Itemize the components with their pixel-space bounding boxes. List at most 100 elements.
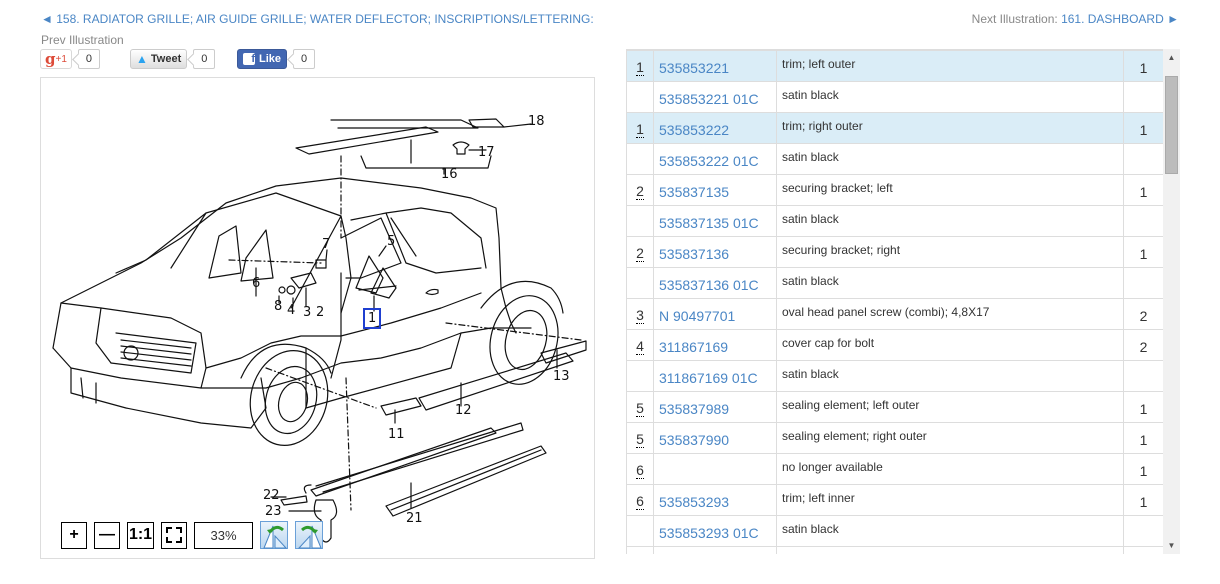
part-description: satin black	[782, 88, 839, 102]
part-number-link[interactable]: N 90497701	[659, 308, 736, 324]
callout-2[interactable]: 2	[316, 305, 325, 320]
callout-3[interactable]: 3	[303, 305, 312, 320]
gplus-button[interactable]: g+1	[40, 49, 72, 69]
callout-4[interactable]: 4	[287, 303, 296, 318]
part-number-link[interactable]: 535837989	[659, 401, 730, 417]
part-number-link[interactable]: 535837990	[659, 432, 730, 448]
callout-18[interactable]: 18	[528, 114, 545, 129]
callout-17[interactable]: 17	[478, 145, 495, 160]
callout-6[interactable]: 6	[252, 276, 261, 291]
callout-12[interactable]: 12	[455, 403, 472, 418]
actual-size-button[interactable]: 1:1	[127, 521, 154, 549]
part-number-link-cell: 535853293	[653, 484, 777, 516]
parts-row[interactable]: 535837135 01C satin black	[626, 205, 1163, 237]
callout-7[interactable]: 7	[322, 237, 331, 252]
position-number[interactable]: 2	[636, 245, 644, 262]
parts-row[interactable]: 535853221 01C satin black	[626, 81, 1163, 113]
fit-to-window-button[interactable]	[161, 521, 187, 549]
callout-11[interactable]: 11	[388, 427, 405, 442]
part-description: securing bracket; right	[782, 243, 901, 257]
position-number-cell: 6	[626, 484, 654, 516]
next-illustration-link[interactable]: 161. DASHBOARD ►	[1061, 12, 1179, 26]
part-number-link[interactable]: 311867169 01C	[659, 370, 758, 386]
callout-13[interactable]: 13	[553, 369, 570, 384]
position-number-cell: 1	[626, 112, 654, 144]
part-number-link[interactable]: 535853293 01C	[659, 525, 759, 541]
callout-1-highlighted[interactable]: 1	[363, 308, 382, 329]
part-number-link[interactable]: 535853222 01C	[659, 153, 759, 169]
part-number-link[interactable]: 535853222	[659, 122, 730, 138]
callout-21[interactable]: 21	[406, 511, 423, 526]
parts-scrollbar[interactable]: ▲ ▼	[1163, 49, 1180, 554]
position-number[interactable]: 2	[636, 183, 644, 200]
parts-row[interactable]: 2 535837136 securing bracket; right 1	[626, 236, 1163, 268]
callout-16[interactable]: 16	[441, 167, 458, 182]
gplus-widget: g+1 0	[40, 49, 100, 69]
callout-23-text[interactable]: 23	[265, 504, 282, 519]
prev-illustration-link[interactable]: ◄ 158. RADIATOR GRILLE; AIR GUIDE GRILLE…	[41, 12, 594, 26]
callout-8[interactable]: 8	[274, 299, 283, 314]
position-number[interactable]: 1	[636, 121, 644, 138]
part-number-link[interactable]: 535853221 01C	[659, 91, 759, 107]
scroll-thumb[interactable]	[1165, 76, 1178, 174]
part-number-link[interactable]: 535837136	[659, 246, 730, 262]
rotate-right-button[interactable]	[295, 521, 323, 549]
part-number-link[interactable]: 311867169	[659, 339, 729, 355]
part-description: satin black	[782, 212, 839, 226]
position-number[interactable]: 6	[636, 493, 644, 510]
zoom-in-button[interactable]: +	[61, 521, 87, 549]
zoom-out-button[interactable]: —	[94, 521, 120, 549]
part-number-link[interactable]: 535853221	[659, 60, 730, 76]
part-quantity-cell	[1123, 81, 1163, 113]
part-number-link[interactable]: 535837135 01C	[659, 215, 759, 231]
part-number-link-cell: 535853222 01C	[653, 143, 777, 175]
position-number-cell: 5	[626, 391, 654, 423]
part-description: sealing element; left outer	[782, 398, 920, 412]
scroll-up-arrow-icon[interactable]: ▲	[1167, 53, 1176, 62]
part-quantity: 1	[1139, 463, 1148, 479]
position-number-cell: 2	[626, 236, 654, 268]
part-number-link-cell: 311867169	[653, 329, 777, 361]
position-number[interactable]: 3	[636, 307, 644, 324]
gplus-icon: g	[45, 50, 56, 68]
parts-row[interactable]: 535837136 01C satin black	[626, 267, 1163, 299]
callout-22[interactable]: 22	[263, 488, 280, 503]
part-quantity-cell: 1	[1123, 546, 1163, 554]
part-description: trim; right outer	[782, 119, 863, 133]
part-quantity: 2	[1139, 339, 1148, 355]
position-number[interactable]: 1	[636, 59, 644, 76]
tweet-button[interactable]: ▲Tweet	[130, 49, 188, 69]
callout-5[interactable]: 5	[387, 234, 396, 249]
position-number[interactable]: 6	[636, 462, 644, 479]
part-number-link[interactable]: 535853293	[659, 494, 730, 510]
part-quantity: 1	[1139, 494, 1148, 510]
part-description-cell: satin black	[776, 267, 1124, 299]
illustration-viewer[interactable]: 18 17 16 7 5 6 8 4 3 2 1 13 12 11 22 21 …	[40, 77, 595, 559]
position-number-cell	[626, 143, 654, 175]
position-number[interactable]: 5	[636, 400, 644, 417]
scroll-down-arrow-icon[interactable]: ▼	[1167, 541, 1176, 550]
position-number[interactable]: 4	[636, 338, 644, 355]
part-number-link[interactable]: 535837135	[659, 184, 730, 200]
rotate-left-button[interactable]	[260, 521, 288, 549]
tweet-count: 0	[193, 49, 216, 69]
part-quantity-cell: 1	[1123, 236, 1163, 268]
position-number[interactable]: 5	[636, 431, 644, 448]
part-number-link[interactable]: 535837136 01C	[659, 277, 759, 293]
position-number-cell	[626, 515, 654, 547]
